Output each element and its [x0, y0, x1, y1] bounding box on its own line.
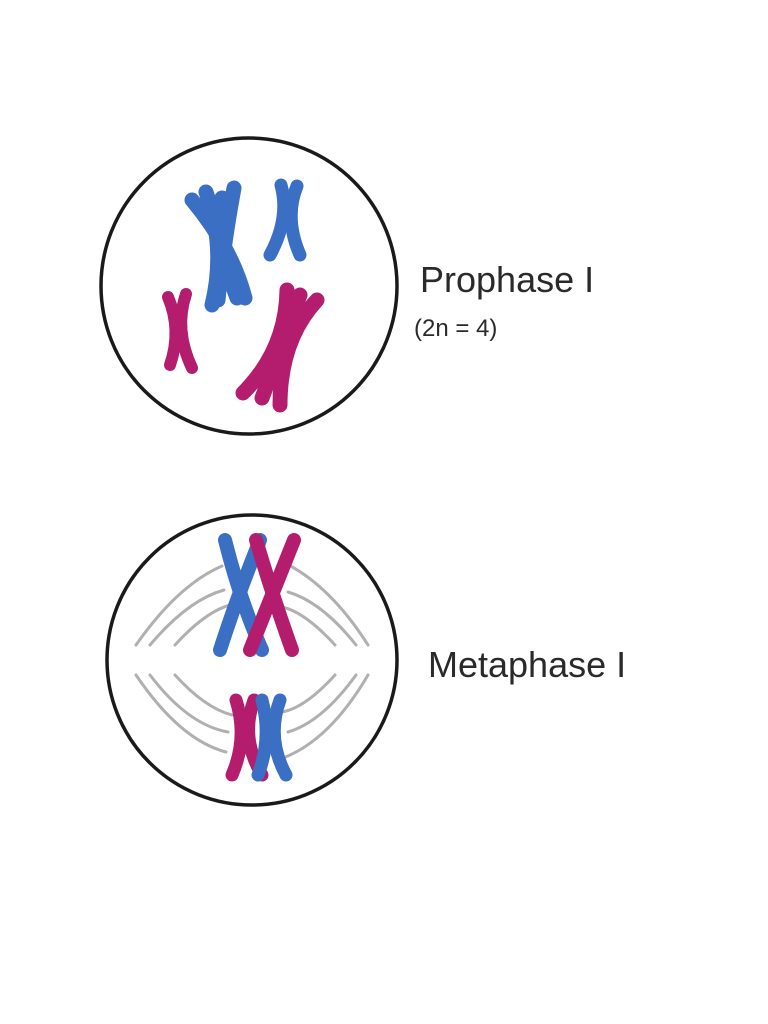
prophase-cell — [99, 136, 399, 436]
prophase-label: Prophase I — [420, 259, 594, 300]
spindle-fibers — [134, 560, 370, 760]
chromosome-lower-blue — [251, 693, 273, 782]
metaphase-cell — [105, 513, 399, 807]
chromosome-small-magenta — [162, 288, 198, 374]
chromosome-lower-blue — [267, 693, 293, 782]
chromosome-pair-lower — [225, 693, 293, 782]
chromosome-upper-magenta — [243, 533, 301, 657]
chromosome-large-magenta — [235, 282, 325, 413]
chromosome-pair-upper — [213, 533, 301, 657]
chromosome-large-blue — [184, 180, 253, 313]
chromosome-small-blue — [263, 178, 307, 262]
metaphase-label: Metaphase I — [428, 644, 626, 685]
prophase-chromosome-count: (2n = 4) — [414, 315, 497, 342]
chromosome-lower-magenta — [225, 693, 248, 782]
